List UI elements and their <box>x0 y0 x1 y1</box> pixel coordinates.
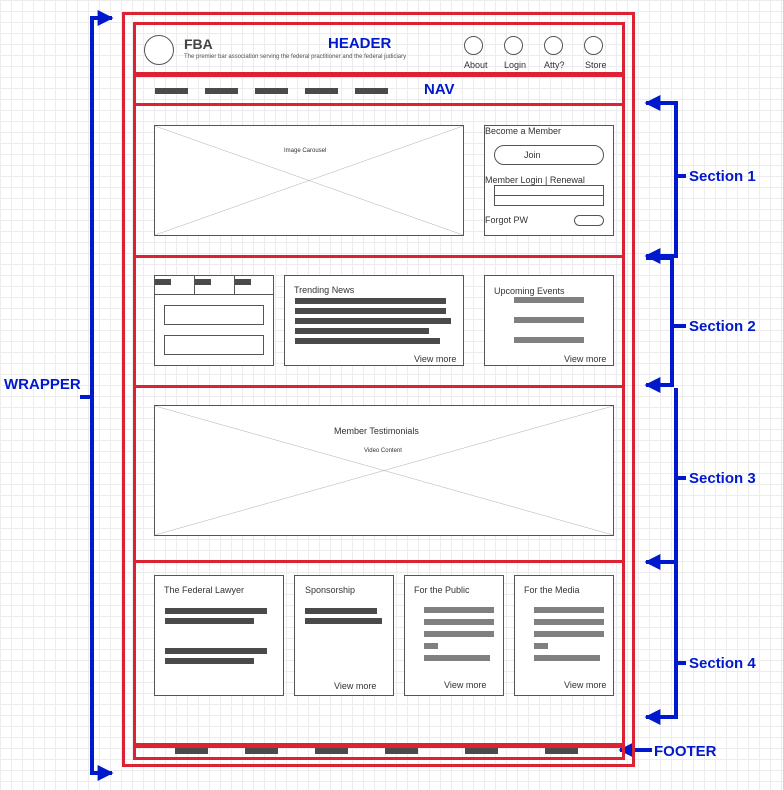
card-line <box>534 643 548 649</box>
news-line <box>295 298 446 304</box>
card-title: Sponsorship <box>305 585 356 595</box>
tab-divider <box>234 275 235 295</box>
widget-field-1[interactable] <box>164 305 264 325</box>
testimonials-video <box>154 405 614 536</box>
sponsorship-card <box>294 575 394 696</box>
nav-item[interactable] <box>205 88 238 94</box>
section2-annotation: Section 2 <box>689 318 756 335</box>
news-line <box>295 328 429 334</box>
footer-link[interactable] <box>465 748 498 754</box>
card-title: The Federal Lawyer <box>164 585 245 595</box>
section4-annotation: Section 4 <box>689 655 756 672</box>
section3-annotation: Section 3 <box>689 470 756 487</box>
footer-link[interactable] <box>245 748 278 754</box>
news-line <box>295 338 440 344</box>
testimonials-title: Member Testimonials <box>334 426 419 436</box>
tagline: The premier bar association serving the … <box>184 54 407 60</box>
card-line <box>424 607 494 613</box>
member-panel <box>484 125 614 236</box>
attorney-link[interactable]: Atty? <box>544 60 565 70</box>
password-field[interactable] <box>494 195 604 206</box>
card-line <box>534 607 604 613</box>
image-carousel <box>154 125 464 236</box>
footer-link[interactable] <box>175 748 208 754</box>
footer-link[interactable] <box>545 748 578 754</box>
card-line <box>534 631 604 637</box>
tab-1[interactable] <box>155 279 171 285</box>
about-link[interactable]: About <box>464 60 488 70</box>
forgot-pw-button[interactable] <box>574 215 604 226</box>
card-line <box>165 608 267 614</box>
nav-item[interactable] <box>155 88 188 94</box>
store-icon[interactable] <box>584 36 603 55</box>
login-icon[interactable] <box>504 36 523 55</box>
federal-lawyer-card <box>154 575 284 696</box>
card-line <box>534 619 604 625</box>
card-line <box>424 643 438 649</box>
become-member-label: Become a Member <box>485 126 562 136</box>
public-view-more[interactable]: View more <box>444 680 487 690</box>
join-button[interactable] <box>494 145 604 165</box>
forgot-pw-label[interactable]: Forgot PW <box>485 215 529 225</box>
footer-annotation: FOOTER <box>654 743 717 760</box>
nav-item[interactable] <box>255 88 288 94</box>
tab-2[interactable] <box>195 279 211 285</box>
card-title: For the Public <box>414 585 470 595</box>
store-link[interactable]: Store <box>585 60 607 70</box>
header-region <box>133 22 625 75</box>
attorney-icon[interactable] <box>544 36 563 55</box>
card-line <box>305 608 377 614</box>
wrapper-annotation: WRAPPER <box>4 376 81 393</box>
card-line <box>534 655 600 661</box>
footer-link[interactable] <box>385 748 418 754</box>
member-login-label: Member Login | Renewal <box>485 175 585 185</box>
card-title: For the Media <box>524 585 580 595</box>
section4-region <box>133 560 625 748</box>
join-label: Join <box>524 150 541 160</box>
footer-link[interactable] <box>315 748 348 754</box>
footer-region <box>133 743 625 760</box>
nav-item[interactable] <box>355 88 388 94</box>
carousel-label: Image Carousel <box>284 148 327 154</box>
header-annotation: HEADER <box>328 35 392 52</box>
nav-annotation: NAV <box>424 81 455 98</box>
news-line <box>295 318 451 324</box>
card-line <box>165 648 267 654</box>
nav-item[interactable] <box>305 88 338 94</box>
card-line <box>424 631 494 637</box>
about-icon[interactable] <box>464 36 483 55</box>
card-line <box>424 619 494 625</box>
news-line <box>295 308 446 314</box>
brand-name: FBA <box>184 36 213 52</box>
tab-divider <box>194 275 195 295</box>
card-line <box>165 618 254 624</box>
card-line <box>165 658 254 664</box>
section1-annotation: Section 1 <box>689 168 756 185</box>
login-link[interactable]: Login <box>504 60 527 70</box>
widget-field-2[interactable] <box>164 335 264 355</box>
testimonials-subtitle: Video Content <box>364 448 402 454</box>
tab-3[interactable] <box>235 279 251 285</box>
wrapper-frame <box>122 12 635 767</box>
event-line <box>514 297 584 303</box>
trending-title: Trending News <box>294 285 355 295</box>
card-line <box>424 655 490 661</box>
event-line <box>514 337 584 343</box>
sponsorship-view-more[interactable]: View more <box>334 681 377 691</box>
tab-bar <box>154 275 274 295</box>
trending-view-more[interactable]: View more <box>414 354 457 364</box>
event-line <box>514 317 584 323</box>
media-view-more[interactable]: View more <box>564 680 607 690</box>
card-line <box>305 618 382 624</box>
events-view-more[interactable]: View more <box>564 354 607 364</box>
events-title: Upcoming Events <box>494 286 565 296</box>
logo-circle <box>144 35 174 65</box>
